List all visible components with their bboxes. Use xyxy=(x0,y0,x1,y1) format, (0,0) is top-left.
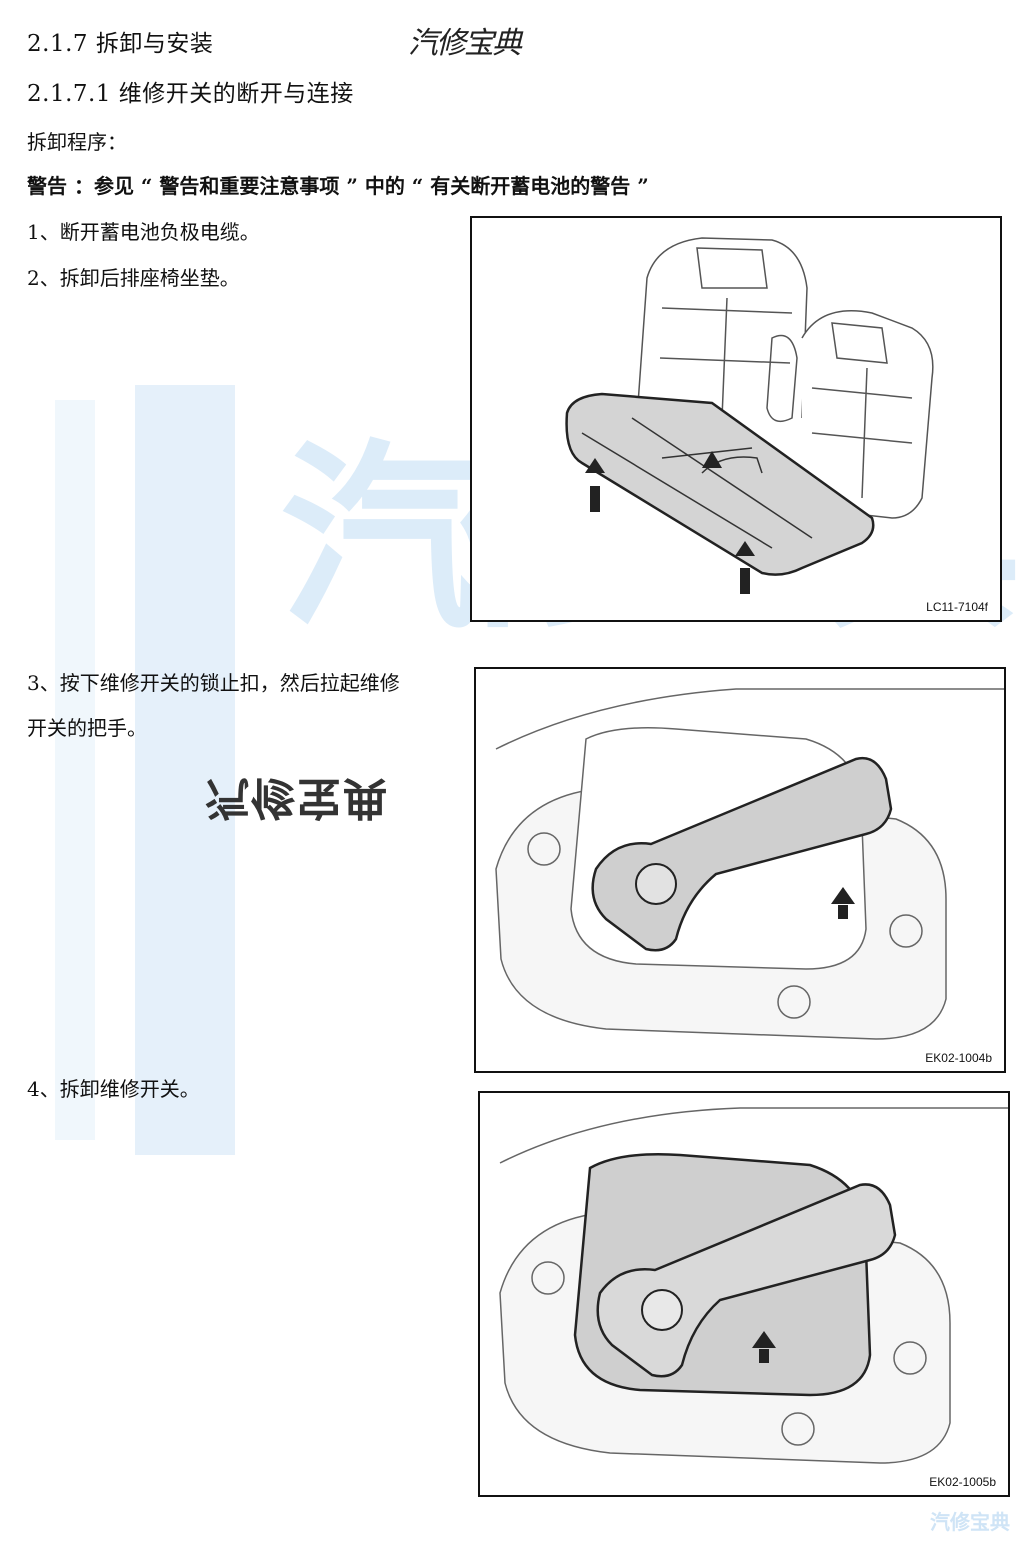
section-title: 2.1.7 拆卸与安装 xyxy=(27,31,214,57)
brand-logo: 汽修宝典 xyxy=(408,26,522,61)
step-1: 1、断开蓄电池负极电缆。 xyxy=(27,220,260,244)
step-4: 4、拆卸维修开关。 xyxy=(27,1077,200,1101)
corner-watermark-logo: 汽修宝典 xyxy=(930,1510,1010,1534)
service-switch-handle-raised-illustration xyxy=(495,688,1004,1040)
subsection-title: 2.1.7.1 维修开关的断开与连接 xyxy=(27,81,354,107)
figure-caption-1: LC11-7104f xyxy=(926,600,988,614)
mirrored-watermark: 汽修宝典 xyxy=(205,772,389,823)
rear-seat-cushion-illustration xyxy=(565,237,934,594)
service-switch-removal-illustration xyxy=(499,1107,1008,1464)
step-2: 2、拆卸后排座椅坐垫。 xyxy=(27,266,240,290)
step-3: 3、按下维修开关的锁止扣，然后拉起维修 xyxy=(27,671,400,695)
figure-rear-seat: LC11-7104f xyxy=(470,216,1002,622)
figure-switch-removal: EK02-1005b xyxy=(478,1091,1010,1497)
step-3-cont: 开关的把手。 xyxy=(27,716,147,740)
watermark-left-strip xyxy=(55,400,95,1140)
figure-caption-3: EK02-1005b xyxy=(929,1475,996,1489)
warning-text: 警告 ：参见 “ 警告和重要注意事项 ” 中的 “ 有关断开蓄电池的警告 ” xyxy=(27,174,649,198)
figure-caption-2: EK02-1004b xyxy=(925,1051,992,1065)
procedure-heading: 拆卸程序： xyxy=(27,130,127,154)
figure-switch-handle: EK02-1004b xyxy=(474,667,1006,1073)
